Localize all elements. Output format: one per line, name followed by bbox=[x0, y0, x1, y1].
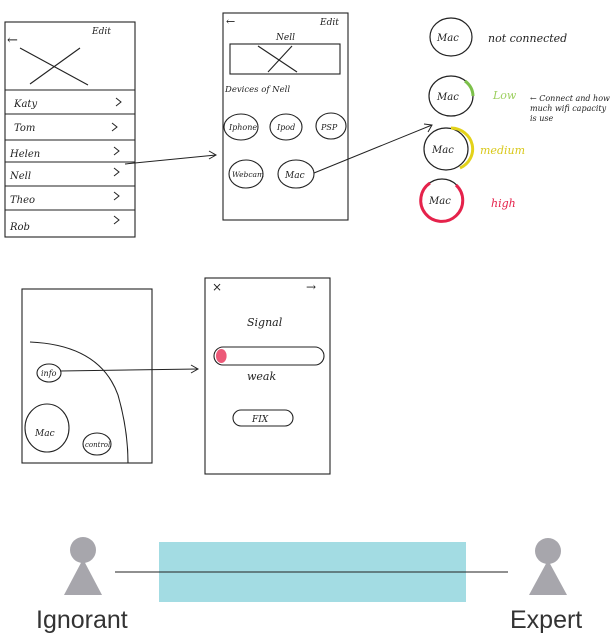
arrow-mac-to-legend bbox=[313, 123, 433, 174]
legend-arc-medium bbox=[450, 126, 475, 170]
fix-button[interactable] bbox=[232, 409, 294, 427]
scale-label-ignorant: Ignorant bbox=[36, 606, 128, 634]
legend-status-low: Low bbox=[492, 89, 517, 102]
map-node-info[interactable] bbox=[36, 363, 62, 383]
connection-legend bbox=[419, 17, 475, 223]
chevron-right-icon bbox=[113, 167, 120, 177]
signal-level-text: weak bbox=[247, 370, 276, 383]
signal-screen-sketch bbox=[204, 277, 331, 475]
legend-note-text: ← Connect and how much wifi capacity is … bbox=[530, 94, 610, 123]
devices-contact-name: Nell bbox=[275, 33, 295, 43]
signal-title: Signal bbox=[247, 316, 283, 329]
devices-section-title: Devices of Nell bbox=[224, 85, 290, 95]
device-label-iphone: Iphone bbox=[228, 123, 257, 132]
device-circle-psp[interactable] bbox=[315, 112, 347, 140]
legend-status-not-connected: not connected bbox=[488, 32, 567, 45]
chevron-right-icon bbox=[113, 191, 120, 201]
map-screen-sketch bbox=[21, 288, 153, 464]
signal-forward-arrow[interactable]: → bbox=[306, 280, 316, 294]
scale-label-expert: Expert bbox=[510, 606, 583, 634]
devices-back-arrow[interactable]: ← bbox=[226, 15, 235, 28]
chevron-right-icon bbox=[115, 97, 122, 107]
device-circle-mac[interactable] bbox=[277, 159, 315, 189]
device-circle-webcam[interactable] bbox=[228, 159, 264, 189]
map-node-mac[interactable] bbox=[24, 403, 70, 453]
legend-status-medium: medium bbox=[480, 144, 525, 157]
device-label-psp: PSP bbox=[320, 123, 338, 132]
devices-screen-sketch bbox=[222, 12, 349, 221]
legend-arc-high bbox=[419, 181, 465, 223]
contact-photo-cross-b bbox=[29, 47, 81, 85]
contact-rob[interactable]: Rob bbox=[9, 222, 30, 233]
person-icon bbox=[529, 538, 567, 595]
map-label-info: info bbox=[41, 369, 57, 378]
legend-label-mac-1: Mac bbox=[436, 33, 459, 44]
chevron-right-icon bbox=[113, 215, 120, 225]
contacts-screen-sketch bbox=[4, 21, 136, 238]
legend-label-mac-2: Mac bbox=[436, 92, 459, 103]
legend-arc-low bbox=[464, 79, 475, 97]
person-icon bbox=[64, 537, 102, 595]
range-arc bbox=[29, 341, 129, 464]
devices-screen-frame bbox=[222, 12, 349, 221]
arrow-contacts-to-devices bbox=[124, 150, 218, 165]
device-label-ipod: Ipod bbox=[276, 123, 295, 132]
device-circle-iphone[interactable] bbox=[223, 113, 259, 141]
devices-edit-link[interactable]: Edit bbox=[319, 18, 339, 28]
contacts-back-arrow[interactable]: ← bbox=[7, 33, 18, 48]
contact-theo[interactable]: Theo bbox=[10, 195, 35, 206]
map-label-mac: Mac bbox=[34, 429, 55, 439]
signal-screen-frame bbox=[204, 277, 331, 475]
arrow-info-to-signal bbox=[59, 364, 200, 374]
legend-status-high: high bbox=[491, 197, 516, 210]
contact-nell[interactable]: Nell bbox=[9, 171, 31, 182]
contacts-screen-frame bbox=[4, 21, 136, 238]
map-node-control[interactable] bbox=[82, 432, 112, 456]
contacts-edit-link[interactable]: Edit bbox=[91, 27, 111, 37]
devices-contact-photo bbox=[229, 43, 341, 75]
signal-level-fill bbox=[216, 349, 227, 363]
signal-close-icon[interactable]: × bbox=[212, 280, 222, 294]
legend-circle-medium bbox=[423, 127, 469, 171]
device-label-webcam: Webcam bbox=[232, 170, 264, 179]
device-circle-ipod[interactable] bbox=[269, 113, 303, 141]
signal-level-bar bbox=[213, 346, 325, 366]
contact-tom[interactable]: Tom bbox=[14, 123, 35, 134]
fix-button-label: FIX bbox=[251, 415, 269, 425]
contact-chevrons bbox=[111, 97, 122, 225]
legend-circle-not-connected bbox=[429, 17, 473, 57]
chevron-right-icon bbox=[113, 146, 120, 156]
legend-label-mac-3: Mac bbox=[431, 145, 454, 156]
chevron-right-icon bbox=[111, 122, 118, 132]
map-label-control: control bbox=[85, 441, 110, 449]
map-screen-frame bbox=[21, 288, 153, 464]
contact-katy[interactable]: Katy bbox=[13, 99, 37, 110]
legend-label-mac-4: Mac bbox=[428, 196, 451, 207]
legend-note: ← Connect and how much wifi capacity is … bbox=[530, 94, 610, 123]
contact-list: Katy Tom Helen Nell Theo Rob bbox=[9, 99, 40, 233]
device-label-mac: Mac bbox=[284, 171, 305, 181]
contact-helen[interactable]: Helen bbox=[9, 149, 40, 160]
